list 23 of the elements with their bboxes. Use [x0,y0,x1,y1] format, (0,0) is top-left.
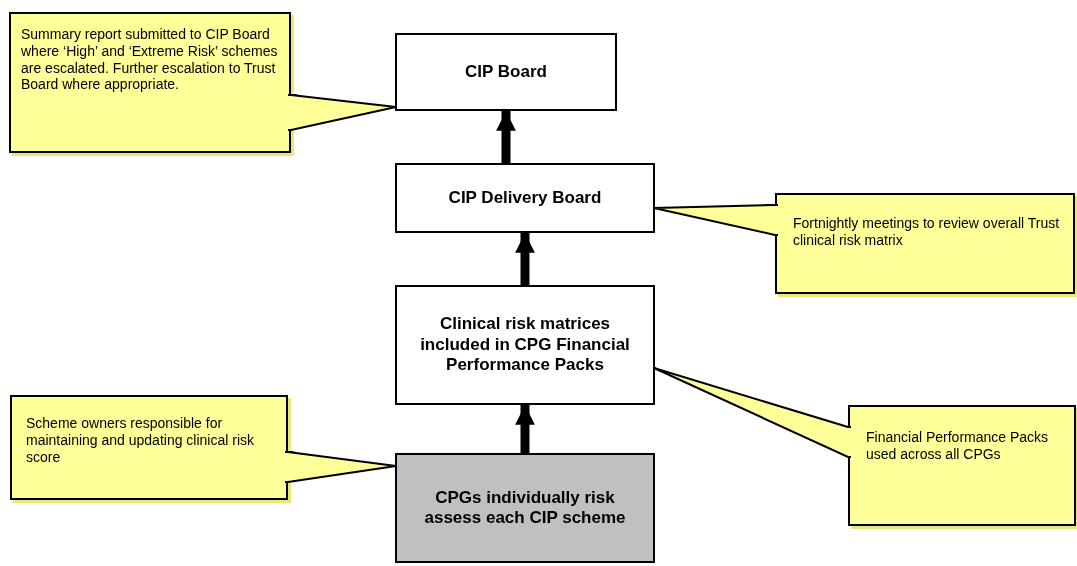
process-box [395,453,655,563]
callout-pointer [287,94,397,131]
callout-text: Summary report submitted to CIP Board where ‘High’ and ‘Extreme Risk’ schemes are escalated. Further escalation to Trust Board where appropriate. [21,26,279,94]
box-label: Clinical risk matrices included in CPG Financial Performance Packs [419,314,631,376]
callout-box [848,405,1076,526]
process-box [395,163,655,233]
box-label: CIP Board [465,61,547,83]
callout-pointer [653,367,852,458]
callout-text: Fortnightly meetings to review overall Trust clinical risk matrix [793,215,1061,249]
callout-text: Financial Performance Packs used across all CPGs [866,429,1050,463]
callout-text: Scheme owners responsible for maintaining and updating clinical risk score [26,415,256,466]
arrow [515,233,535,285]
box-label: CPGs individually risk assess each CIP scheme [423,487,627,529]
callout-box [9,12,291,153]
callout-box [10,395,288,500]
callout-pointer [653,204,779,236]
callout-box [775,193,1075,294]
process-box [395,33,617,111]
box-label: CIP Delivery Board [448,187,602,209]
arrow [496,111,516,163]
process-box [395,285,655,405]
callout-pointer [284,451,397,483]
arrow [515,405,535,453]
